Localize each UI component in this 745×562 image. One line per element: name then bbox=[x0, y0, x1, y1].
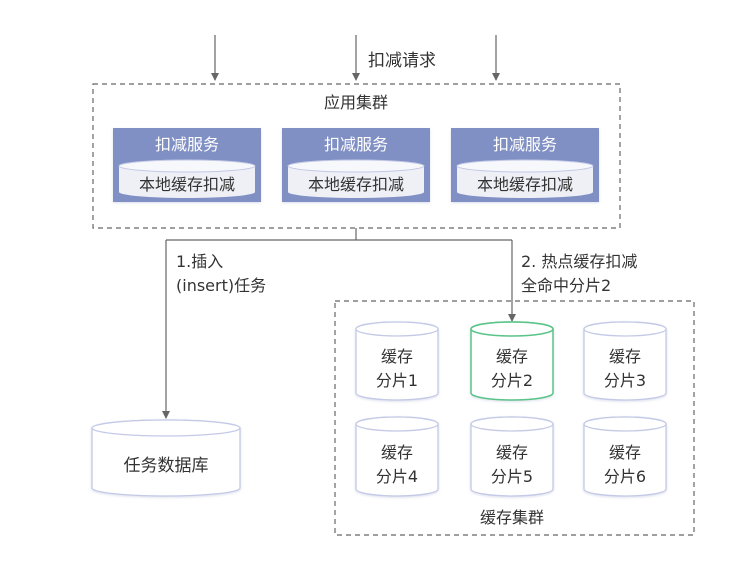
step1-line1: 1.插入 bbox=[176, 252, 223, 271]
service-title: 扣减服务 bbox=[493, 135, 557, 154]
app-cluster: 应用集群 扣减服务 本地缓存扣减 扣减服务 本地缓存扣减 扣减服务 本地缓存扣减 bbox=[92, 83, 621, 229]
connector-lines bbox=[162, 228, 516, 419]
local-cache-label: 本地缓存扣减 bbox=[477, 175, 573, 194]
local-cache-cylinder-top bbox=[456, 159, 594, 173]
step2-line2: 全命中分片2 bbox=[521, 276, 611, 295]
step1-line2: (insert)任务 bbox=[176, 276, 266, 295]
shard-label-line1: 缓存 bbox=[496, 347, 528, 366]
shard-label-line2: 分片1 bbox=[376, 371, 418, 390]
app-cluster-border bbox=[92, 83, 621, 229]
task-db-label: 任务数据库 bbox=[124, 456, 209, 476]
shard-label-line1: 缓存 bbox=[609, 347, 641, 366]
service-title: 扣减服务 bbox=[155, 135, 219, 154]
service-title: 扣减服务 bbox=[324, 135, 388, 154]
local-cache-cylinder-top bbox=[118, 159, 256, 173]
shard-cylinder-top-highlighted bbox=[470, 321, 554, 337]
cache-shard-2: 缓存 分片2 bbox=[470, 321, 554, 401]
deduct-service-3: 扣减服务 本地缓存扣减 bbox=[451, 128, 599, 202]
shard-label-line2: 分片4 bbox=[376, 467, 418, 486]
shard-cylinder-top bbox=[470, 416, 554, 432]
cache-shard-4: 缓存 分片4 bbox=[355, 416, 439, 497]
shard-label-line1: 缓存 bbox=[381, 347, 413, 366]
shard-label-line2: 分片2 bbox=[491, 371, 533, 390]
shard-cylinder-top bbox=[583, 321, 667, 337]
shard-label-line2: 分片6 bbox=[604, 467, 646, 486]
cache-cluster: 缓存集群 缓存 分片1 缓存 分片2 缓存 分片3 缓存 分片4 bbox=[334, 300, 695, 536]
shard-cylinder-top bbox=[355, 321, 439, 337]
task-database: 任务数据库 bbox=[91, 419, 241, 497]
step2-line1: 2. 热点缓存扣减 bbox=[521, 252, 637, 271]
shard-cylinder-top bbox=[583, 416, 667, 432]
local-cache-cylinder-top bbox=[287, 159, 425, 173]
deduct-service-2: 扣减服务 本地缓存扣减 bbox=[282, 128, 430, 202]
deduct-service-1: 扣减服务 本地缓存扣减 bbox=[113, 128, 261, 202]
task-db-cylinder-top bbox=[91, 419, 241, 437]
request-label: 扣减请求 bbox=[368, 51, 436, 71]
incoming-request-arrows bbox=[211, 35, 500, 81]
local-cache-label: 本地缓存扣减 bbox=[308, 175, 404, 194]
cache-shard-3: 缓存 分片3 bbox=[583, 321, 667, 401]
shard-label-line2: 分片3 bbox=[604, 371, 646, 390]
shard-label-line1: 缓存 bbox=[609, 443, 641, 462]
cache-shard-1: 缓存 分片1 bbox=[355, 321, 439, 401]
shard-cylinder-top bbox=[355, 416, 439, 432]
cache-shard-5: 缓存 分片5 bbox=[470, 416, 554, 497]
shard-label-line2: 分片5 bbox=[491, 467, 533, 486]
app-cluster-title: 应用集群 bbox=[324, 93, 388, 112]
local-cache-label: 本地缓存扣减 bbox=[139, 175, 235, 194]
shard-label-line1: 缓存 bbox=[496, 443, 528, 462]
shard-label-line1: 缓存 bbox=[381, 443, 413, 462]
cache-shard-6: 缓存 分片6 bbox=[583, 416, 667, 497]
cache-cluster-title: 缓存集群 bbox=[480, 508, 544, 527]
